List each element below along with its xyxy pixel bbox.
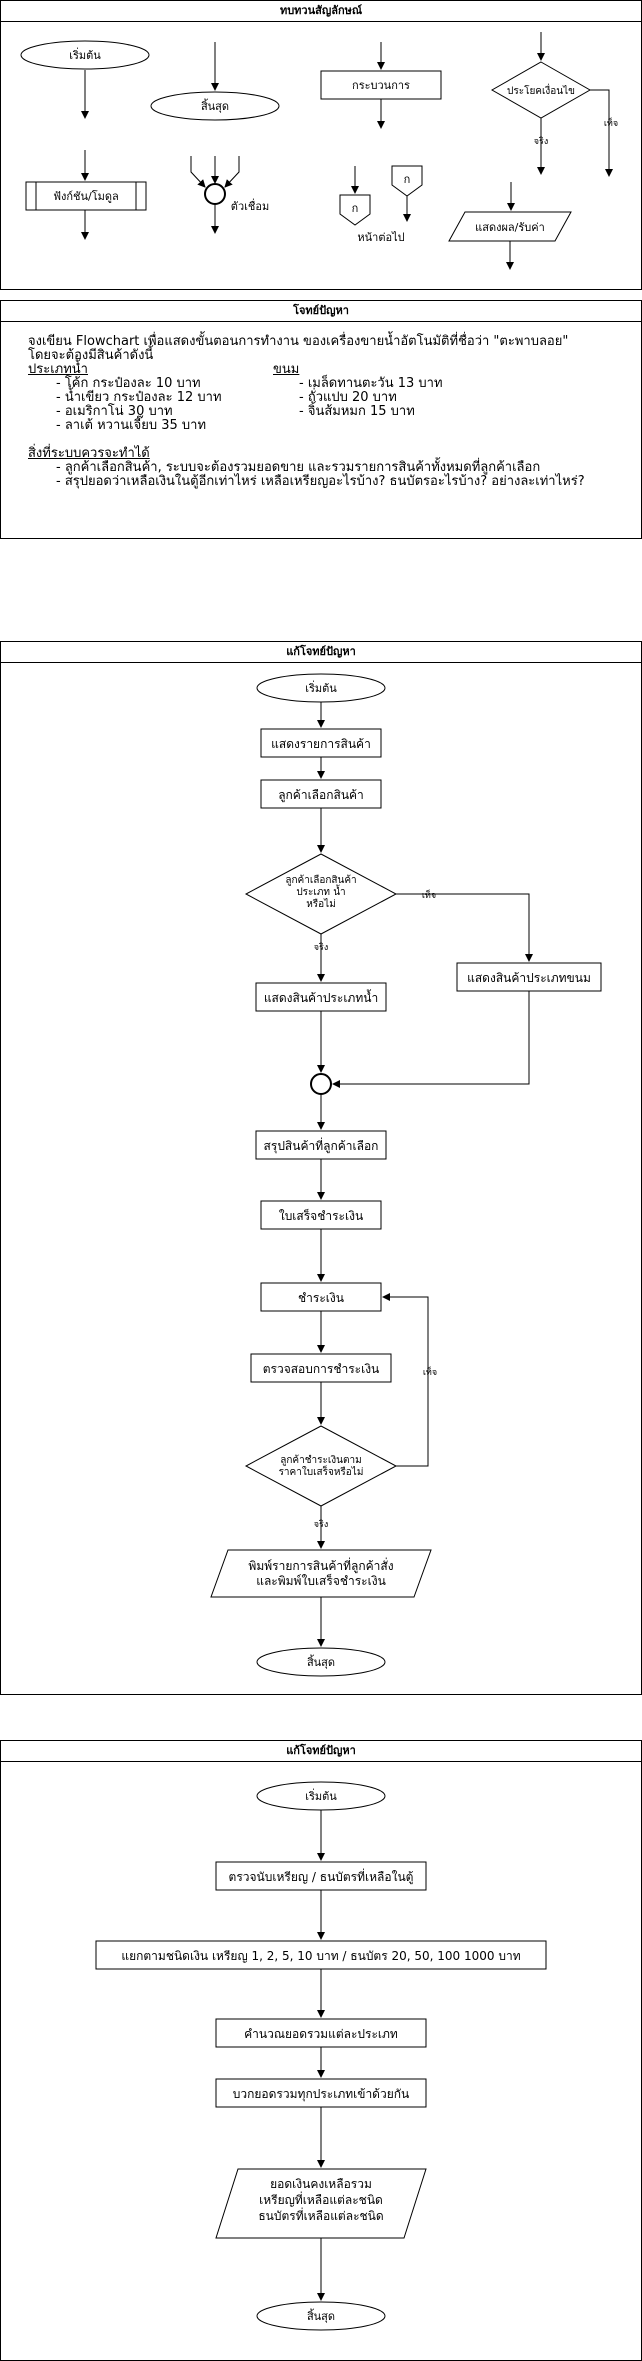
- io-symbol: [448, 211, 572, 242]
- start-terminal-symbol: [20, 40, 150, 70]
- solution1-panel: แก้โจทย์ปัญหา เริ่มต้น แสดงรายการสินค้า …: [0, 641, 642, 1695]
- output-line: ยอดเงินคงเหลือรวม: [270, 2177, 372, 2191]
- output-line: เหรียญที่เหลือแต่ละชนิด: [259, 2191, 383, 2207]
- drink-item: - อเมริกาโน่ 30 บาท: [56, 404, 173, 419]
- false-label: เท็จ: [423, 1365, 437, 1378]
- print-line: พิมพ์รายการสินค้าที่ลูกค้าสั่ง: [248, 1557, 393, 1574]
- end-label: สิ้นสุด: [307, 1654, 335, 1669]
- function-label: ฟังก์ชัน/โมดูล: [53, 189, 119, 203]
- calc-label: คำนวณยอดรวมแต่ละประเภท: [244, 2027, 398, 2041]
- false-label: เท็จ: [422, 888, 436, 901]
- offpage-label: หน้าต่อไป: [357, 231, 404, 244]
- show-items-label: แสดงรายการสินค้า: [271, 737, 371, 751]
- print-io-box: [210, 1549, 432, 1598]
- decision-drink-line: ประเภท น้ำ: [296, 884, 345, 898]
- show-drinks-label: แสดงสินค้าประเภทน้ำ: [264, 989, 378, 1005]
- problem-line-2: โดยจะต้องมีสินค้าดังนี้: [28, 348, 154, 363]
- connector-circle: [310, 1073, 332, 1095]
- output-io-box: [215, 2168, 427, 2239]
- decision-drink-line: ลูกค้าเลือกสินค้า: [285, 874, 356, 886]
- solution1-panel-title: แก้โจทย์ปัญหา: [1, 642, 641, 663]
- connector-symbol: [204, 183, 226, 205]
- arrow: [224, 156, 240, 188]
- offpage-symbol: [391, 165, 423, 197]
- snack-item: - เมล็ดทานตะวัน 13 บาท: [299, 376, 443, 391]
- drink-item: - น้ำเขียว กระป๋องละ 12 บาท: [56, 390, 222, 405]
- requirement-item: - สรุปยอดว่าเหลือเงินในตู้อีกเท่าไหร่ เห…: [56, 474, 585, 489]
- show-drinks-box: [255, 982, 387, 1012]
- separate-label: แยกตามชนิดเงิน เหรียญ 1, 2, 5, 10 บาท / …: [121, 1949, 520, 1963]
- false-arrow: [590, 89, 613, 177]
- function-symbol: [25, 181, 147, 211]
- snacks-heading: ขนม: [273, 362, 300, 377]
- sum-box: [215, 2078, 427, 2108]
- connector-label: ตัวเชื่อม: [231, 198, 269, 213]
- solution2-flowchart: เริ่มต้น ตรวจนับเหรียญ / ธนบัตรที่เหลือใ…: [95, 1781, 547, 2331]
- process-label: กระบวนการ: [352, 79, 410, 92]
- offpage-letter: ก: [352, 202, 359, 215]
- decision-paid: [244, 1425, 398, 1507]
- summary-label: สรุปสินค้าที่ลูกค้าเลือก: [264, 1137, 379, 1154]
- choose-box: [260, 779, 382, 809]
- choose-label: ลูกค้าเลือกสินค้า: [278, 788, 364, 803]
- io-label: แสดงผล/รับค่า: [475, 221, 545, 234]
- solution2-panel-title: แก้โจทย์ปัญหา: [1, 1741, 641, 1762]
- drinks-heading: ประเภทน้ำ: [28, 362, 88, 377]
- true-label: จริง: [314, 942, 329, 953]
- invoice-box: [260, 1200, 382, 1230]
- verify-box: [250, 1353, 392, 1383]
- drink-item: - ลาเต้ หวานเจี๊ยบ 35 บาท: [56, 418, 207, 433]
- start-label: เริ่มต้น: [305, 1788, 337, 1803]
- problem-panel-title: โจทย์ปัญหา: [1, 301, 641, 322]
- count-box: [215, 1861, 427, 1891]
- problem-line-1: จงเขียน Flowchart เพื่อแสดงขั้นตอนการทำง…: [28, 334, 569, 349]
- decision-paid-line: ลูกค้าชำระเงินตาม: [280, 1454, 361, 1466]
- pay-label: ชำระเงิน: [298, 1291, 344, 1305]
- offpage-symbol: [339, 194, 371, 226]
- symbols-panel: ทบทวนสัญลักษณ์ เริ่มต้น สิ้นสุด กระบวนกา…: [0, 0, 642, 290]
- solution1-flowchart: เริ่มต้น แสดงรายการสินค้า ลูกค้าเลือกสิน…: [210, 673, 602, 1677]
- start-terminal-label: เริ่มต้น: [69, 47, 101, 62]
- snack-item: - ถั่วแปบ 20 บาท: [299, 390, 397, 405]
- requirements-heading: สิ่งที่ระบบควรจะทำได้: [28, 446, 150, 461]
- count-label: ตรวจนับเหรียญ / ธนบัตรที่เหลือในตู้: [229, 1868, 414, 1885]
- false-loop-arrow: [382, 1293, 429, 1467]
- end-terminal: [256, 2301, 386, 2331]
- symbols-diagram: เริ่มต้น สิ้นสุด กระบวนการ ประโยคเงื่อนไ…: [20, 32, 618, 270]
- drink-item: - โค้ก กระป๋องละ 10 บาท: [56, 376, 201, 391]
- start-label: เริ่มต้น: [305, 680, 337, 695]
- symbols-panel-title: ทบทวนสัญลักษณ์: [1, 1, 641, 22]
- summary-box: [255, 1130, 387, 1160]
- separate-box: [95, 1940, 547, 1970]
- arrow: [190, 156, 206, 188]
- show-snacks-box: [456, 962, 602, 992]
- requirement-item: - ลูกค้าเลือกสินค้า, ระบบจะต้องรวมยอดขาย…: [56, 460, 541, 475]
- print-line: และพิมพ์ใบเสร็จชำระเงิน: [256, 1573, 386, 1588]
- problem-panel: โจทย์ปัญหา จงเขียน Flowchart เพื่อแสดงขั…: [0, 300, 642, 539]
- output-line: ธนบัตรที่เหลือแต่ละชนิด: [258, 2207, 383, 2223]
- arrow: [332, 991, 530, 1088]
- decision-paid-line: ราคาใบเสร็จหรือไม่: [279, 1464, 364, 1478]
- snack-item: - จิ้นส้มหมก 15 บาท: [299, 404, 415, 419]
- show-items-box: [260, 728, 382, 758]
- process-symbol: [320, 70, 442, 100]
- sum-label: บวกยอดรวมทุกประเภทเข้าด้วยกัน: [233, 2087, 409, 2102]
- show-snacks-label: แสดงสินค้าประเภทขนม: [467, 971, 591, 985]
- offpage-letter: ก: [404, 173, 411, 186]
- true-label: จริง: [534, 136, 549, 147]
- decision-drink-line: หรือไม่: [306, 898, 336, 910]
- false-label: เท็จ: [604, 116, 618, 129]
- end-terminal: [256, 1647, 386, 1677]
- end-terminal-symbol: [150, 91, 280, 121]
- end-terminal-label: สิ้นสุด: [201, 98, 229, 113]
- end-label: สิ้นสุด: [307, 2308, 335, 2323]
- decision-label: ประโยคเงื่อนไข: [507, 83, 575, 97]
- true-label: จริง: [314, 1519, 329, 1530]
- verify-label: ตรวจสอบการชำระเงิน: [263, 1362, 380, 1376]
- invoice-label: ใบเสร็จชำระเงิน: [279, 1208, 363, 1223]
- false-arrow: [396, 893, 533, 962]
- solution2-panel: แก้โจทย์ปัญหา เริ่มต้น ตรวจนับเหรียญ / ธ…: [0, 1740, 642, 2361]
